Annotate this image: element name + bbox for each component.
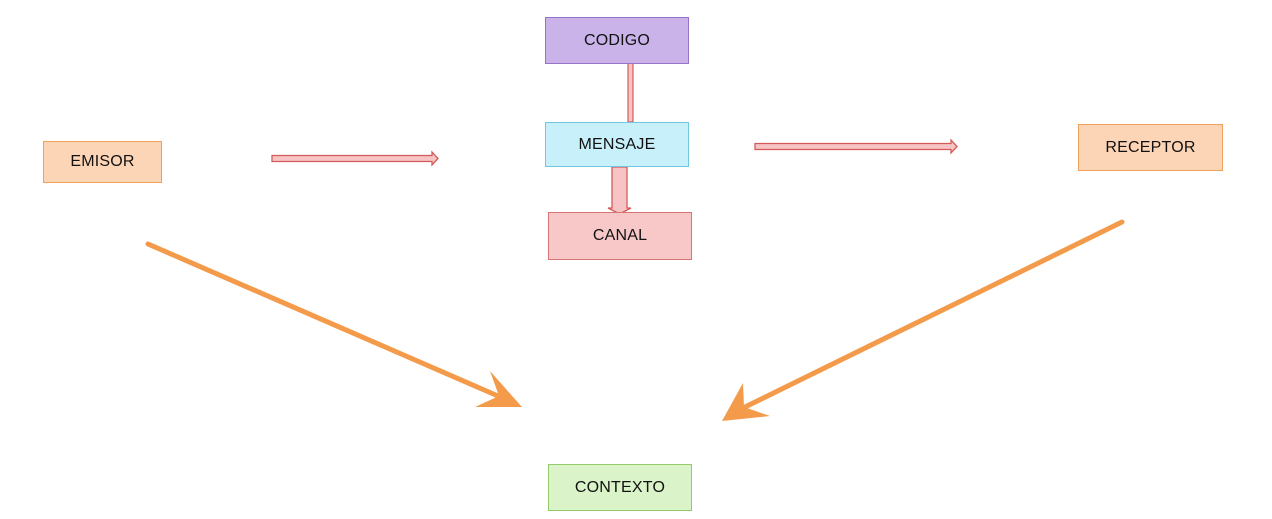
node-canal-label: CANAL — [592, 227, 648, 244]
arrowhead-emisor-to-contexto — [475, 371, 522, 407]
node-codigo: CODIGO — [545, 17, 689, 64]
node-canal: CANAL — [548, 212, 692, 260]
arrow-receptor-to-contexto — [742, 219, 1125, 410]
node-emisor-label: EMISOR — [70, 153, 135, 170]
node-codigo-label: CODIGO — [583, 31, 651, 49]
connector-codigo-to-mensaje — [627, 59, 634, 123]
node-contexto: CONTEXTO — [548, 464, 692, 511]
node-receptor: RECEPTOR — [1078, 124, 1223, 171]
node-mensaje-label: MENSAJE — [578, 135, 656, 153]
node-contexto-label: CONTEXTO — [574, 478, 666, 496]
node-mensaje: MENSAJE — [545, 122, 689, 167]
arrow-emisor-to-contexto — [145, 241, 501, 399]
arrowhead-receptor-to-contexto — [722, 383, 770, 421]
arrow-mensaje-to-canal — [607, 166, 632, 215]
node-receptor-label: RECEPTOR — [1105, 138, 1196, 156]
arrow-mensaje-to-receptor — [754, 138, 958, 155]
arrow-emisor-to-mensaje — [271, 150, 439, 167]
node-emisor: EMISOR — [43, 141, 162, 183]
